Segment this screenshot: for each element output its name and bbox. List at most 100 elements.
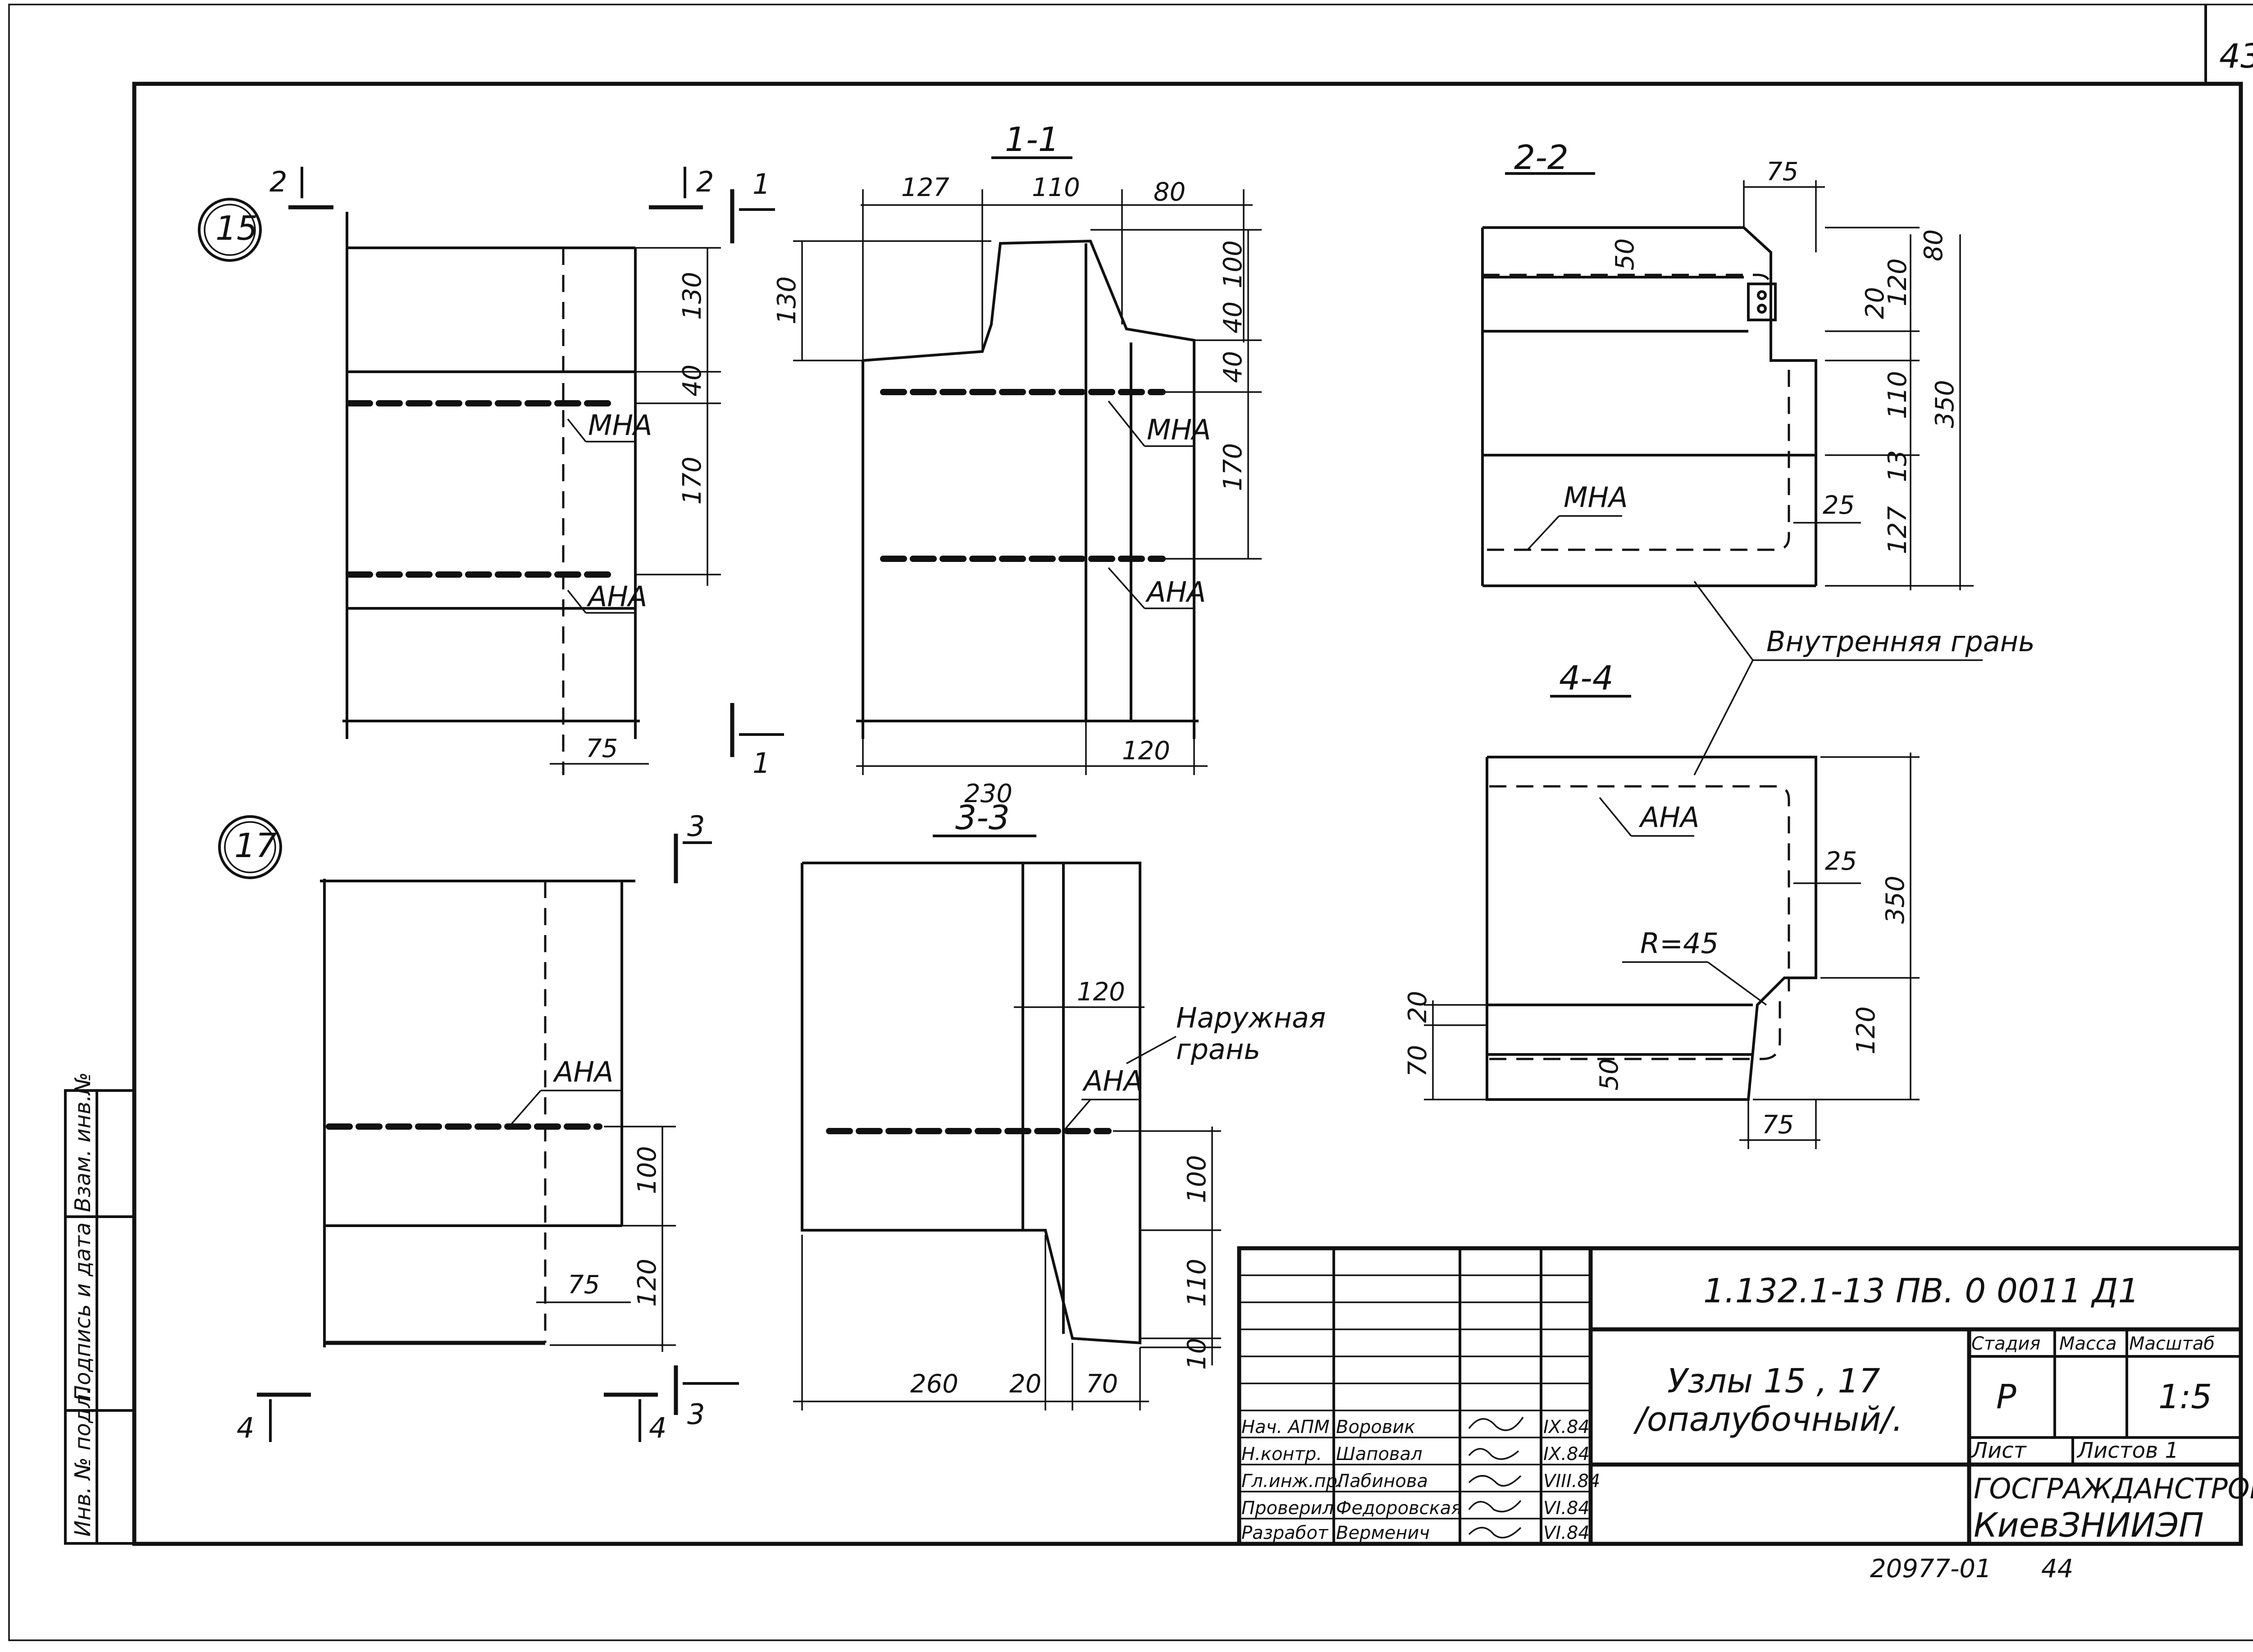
signature-4	[1468, 1527, 1522, 1538]
dim-170: 170	[678, 456, 707, 505]
title-block: Нач. АПМ Воровик IX.84 Н.контр. Шаповал …	[1237, 1246, 2253, 1546]
side-inventory: Инв. № подл.	[70, 1387, 96, 1537]
dim-20-33: 20	[1009, 1369, 1041, 1399]
section-4-4-title: 4-4	[1559, 659, 1614, 698]
section-2-2: 2-2 75 50 120 80 20 110 350 13 25 127	[1481, 138, 1974, 590]
sheets-header: Листов 1	[2076, 1438, 2179, 1463]
dim-80-22: 80	[1919, 229, 1948, 261]
dim-260: 260	[910, 1369, 958, 1399]
node-17-view: 17 АНА 100 75 120 3 3 4 4	[218, 810, 739, 1444]
dim-120-11: 120	[1122, 736, 1170, 766]
role-1: Н.контр.	[1241, 1444, 1322, 1465]
dim-120-44: 120	[1852, 1006, 1881, 1054]
dim-80: 80	[1154, 178, 1186, 207]
cut-4-left: 4	[237, 1411, 254, 1444]
dim-20-22: 20	[1861, 287, 1890, 319]
role-3: Проверил	[1241, 1498, 1334, 1519]
label-ana-44: АНА	[1638, 801, 1699, 834]
dim-100-17: 100	[633, 1146, 662, 1194]
cut-3-bottom: 3	[687, 1398, 705, 1431]
outer-face-label-1: Наружная	[1176, 1001, 1326, 1034]
dim-230: 230	[964, 779, 1012, 808]
name-4: Верменич	[1336, 1523, 1430, 1543]
footer-code: 20977-01	[1870, 1554, 1992, 1584]
signature-3	[1468, 1500, 1522, 1513]
stage-value: Р	[1996, 1378, 2016, 1416]
section-1-1: 1-1 127 110 80 130 100 40 40 170	[772, 120, 1262, 808]
section-3-3-title: 3-3	[955, 799, 1010, 837]
signature-1	[1468, 1448, 1519, 1460]
dim-75: 75	[586, 734, 618, 763]
sheet-header: Лист	[1970, 1438, 2027, 1463]
dim-50-22: 50	[1610, 238, 1640, 270]
drawing-frame	[132, 82, 2243, 1546]
signature-0	[1468, 1417, 1524, 1431]
name-2: Лабинова	[1335, 1471, 1428, 1492]
dim-13-22: 13	[1883, 450, 1912, 482]
outer-border	[8, 4, 2253, 1641]
date-3: VI.84	[1543, 1498, 1590, 1519]
node-17-mark-circle	[218, 815, 282, 879]
role-0: Нач. АПМ	[1241, 1417, 1330, 1438]
dim-130: 130	[678, 272, 707, 320]
scale-header: Масштаб	[2129, 1333, 2215, 1354]
org-line-1: ГОСГРАЖДАНСТРОЙ	[1974, 1472, 2253, 1505]
dim-100-11: 100	[1218, 240, 1248, 288]
dim-40-11a: 40	[1218, 301, 1248, 333]
cut-2-right: 2	[696, 165, 714, 198]
outer-face-note: Наружная грань	[1126, 1001, 1326, 1066]
section-1-1-outline	[862, 239, 1195, 739]
section-3-3-outline	[801, 862, 1141, 1345]
node-15-view: 15 2 2 130 40 170 75 МНА АНА	[198, 165, 784, 780]
stage-header: Стадия	[1971, 1333, 2040, 1354]
title-line-2: /опалубочный/.	[1633, 1400, 1903, 1439]
date-4: VI.84	[1543, 1523, 1590, 1543]
section-4-4-outline	[1486, 756, 1817, 1101]
dim-120-22: 120	[1883, 258, 1912, 306]
cut-1-top: 1	[753, 168, 770, 201]
dim-120-17: 120	[633, 1259, 662, 1307]
node-15-mark: 15	[215, 209, 258, 248]
dim-110-33: 110	[1182, 1259, 1212, 1307]
document-code: 1.132.1-13 ПВ. 0 0011 Д1	[1703, 1272, 2139, 1310]
label-mna-15: МНА	[588, 409, 652, 442]
label-ana-33: АНА	[1082, 1064, 1143, 1097]
role-2: Гл.инж.пр.	[1241, 1471, 1343, 1492]
section-2-2-outline	[1481, 226, 1817, 587]
dim-r45: R=45	[1640, 927, 1719, 960]
dim-25-22: 25	[1823, 491, 1855, 520]
cut-1-bottom: 1	[753, 747, 770, 780]
dim-130-11: 130	[772, 276, 802, 324]
node-15-mark-circle	[198, 198, 262, 262]
mass-header: Масса	[2059, 1333, 2117, 1354]
dim-110: 110	[1032, 173, 1080, 202]
dim-350-44: 350	[1881, 876, 1910, 924]
dim-40-11b: 40	[1218, 351, 1248, 383]
date-2: VIII.84	[1543, 1471, 1600, 1492]
name-1: Шаповал	[1336, 1444, 1423, 1465]
inner-face-label: Внутренняя грань	[1766, 625, 2035, 658]
name-3: Федоровская	[1336, 1498, 1462, 1519]
date-1: IX.84	[1543, 1444, 1590, 1465]
title-line-1: Узлы 15 , 17	[1667, 1362, 1880, 1401]
dim-70-44: 70	[1403, 1045, 1432, 1077]
label-ana-15: АНА	[586, 580, 647, 613]
dim-350-22: 350	[1930, 380, 1960, 428]
side-stamp: Инв. № подл. Подпись и дата Взам. инв.№	[64, 1072, 136, 1545]
date-0: IX.84	[1543, 1417, 1590, 1438]
dim-75-44: 75	[1762, 1110, 1794, 1140]
dim-120-33: 120	[1077, 977, 1125, 1007]
section-3-3: 3-3 120 АНА 100 110 10 260 20 70	[793, 799, 1221, 1410]
name-0: Воровик	[1336, 1417, 1415, 1438]
signature-2	[1468, 1475, 1522, 1487]
dim-25-44: 25	[1825, 847, 1857, 876]
dim-40: 40	[678, 365, 707, 397]
label-mna-22: МНА	[1564, 481, 1628, 514]
dim-127: 127	[901, 173, 949, 202]
scale-value: 1:5	[2158, 1378, 2212, 1416]
section-4-4: 4-4 АНА 25 350 R=45 20 70 50 120 75	[1403, 659, 1920, 1149]
role-4: Разработ	[1241, 1523, 1329, 1543]
dim-70-33: 70	[1086, 1369, 1118, 1399]
